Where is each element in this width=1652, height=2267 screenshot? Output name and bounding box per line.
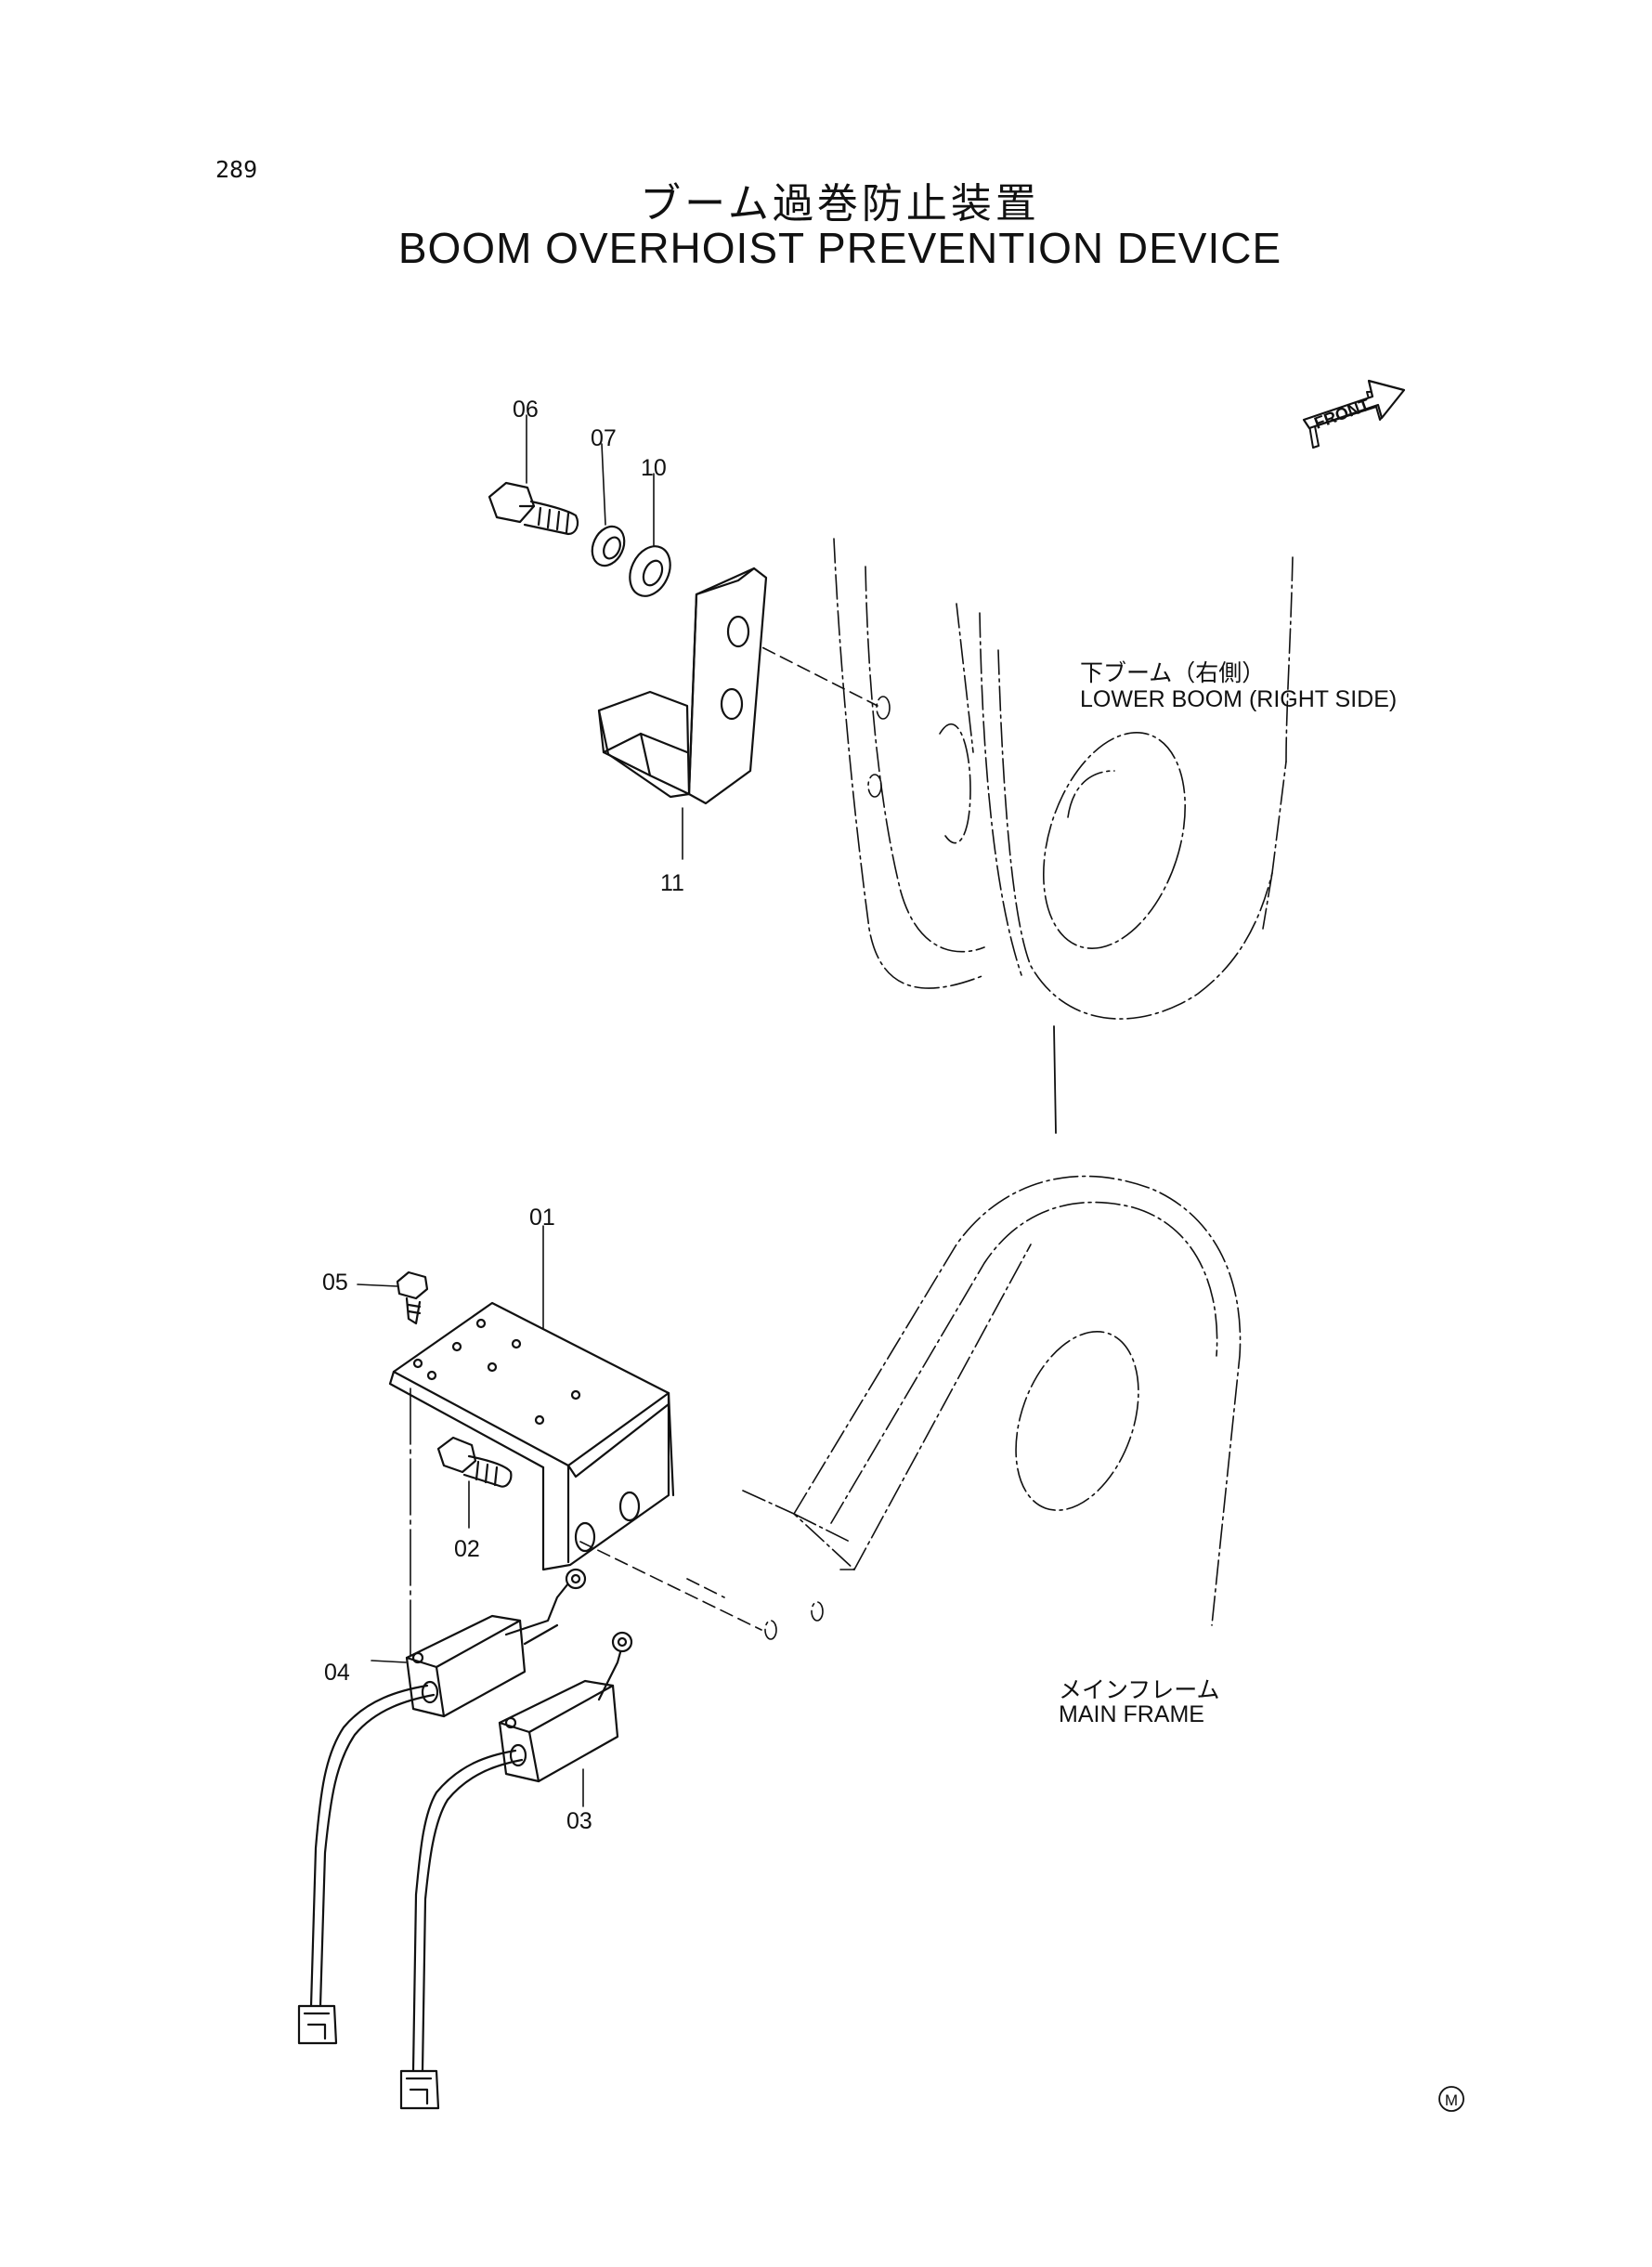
main-frame-outline (742, 1175, 1242, 1640)
lower-boom-label-jp: 下ブーム（右側） (1080, 660, 1266, 686)
part-number-01: 01 (529, 1205, 555, 1231)
page-number: 289 (215, 156, 258, 183)
limit-switch-03-icon (399, 1631, 633, 2110)
page-title: BOOM OVERHOIST PREVENTION DEVICE (397, 224, 1282, 272)
part-number-06: 06 (513, 397, 539, 423)
part-number-07: 07 (591, 425, 617, 451)
front-arrow-icon: FRONT (1302, 379, 1406, 449)
m-mark-label: M (1445, 2091, 1458, 2109)
part-number-11: 11 (660, 870, 684, 896)
bolt-02-icon (436, 1436, 513, 1529)
front-arrow-label: FRONT (1312, 396, 1372, 433)
spring-washer-07-icon (591, 443, 626, 567)
part-number-02: 02 (454, 1536, 480, 1562)
part-number-04: 04 (324, 1660, 350, 1686)
bolt-05-icon (357, 1270, 429, 1325)
bolt-06-icon (488, 414, 579, 536)
main-frame-label: MAIN FRAME (1059, 1701, 1204, 1727)
part-number-03: 03 (566, 1808, 592, 1834)
stopper-bracket-11-icon (597, 567, 768, 860)
switch-bracket-01-icon (388, 1225, 675, 1571)
lower-boom-label: LOWER BOOM (RIGHT SIDE) (1080, 686, 1398, 712)
limit-switch-04-icon (297, 1568, 587, 2045)
m-mark-icon: M (1438, 2086, 1464, 2112)
part-number-05: 05 (322, 1270, 348, 1296)
washer-10-icon (629, 473, 671, 597)
lower-boom-outline (833, 538, 1294, 1020)
main-frame-label-jp: メインフレーム (1059, 1677, 1220, 1703)
page-title-japanese: ブーム過巻防止装置 (640, 180, 1040, 228)
